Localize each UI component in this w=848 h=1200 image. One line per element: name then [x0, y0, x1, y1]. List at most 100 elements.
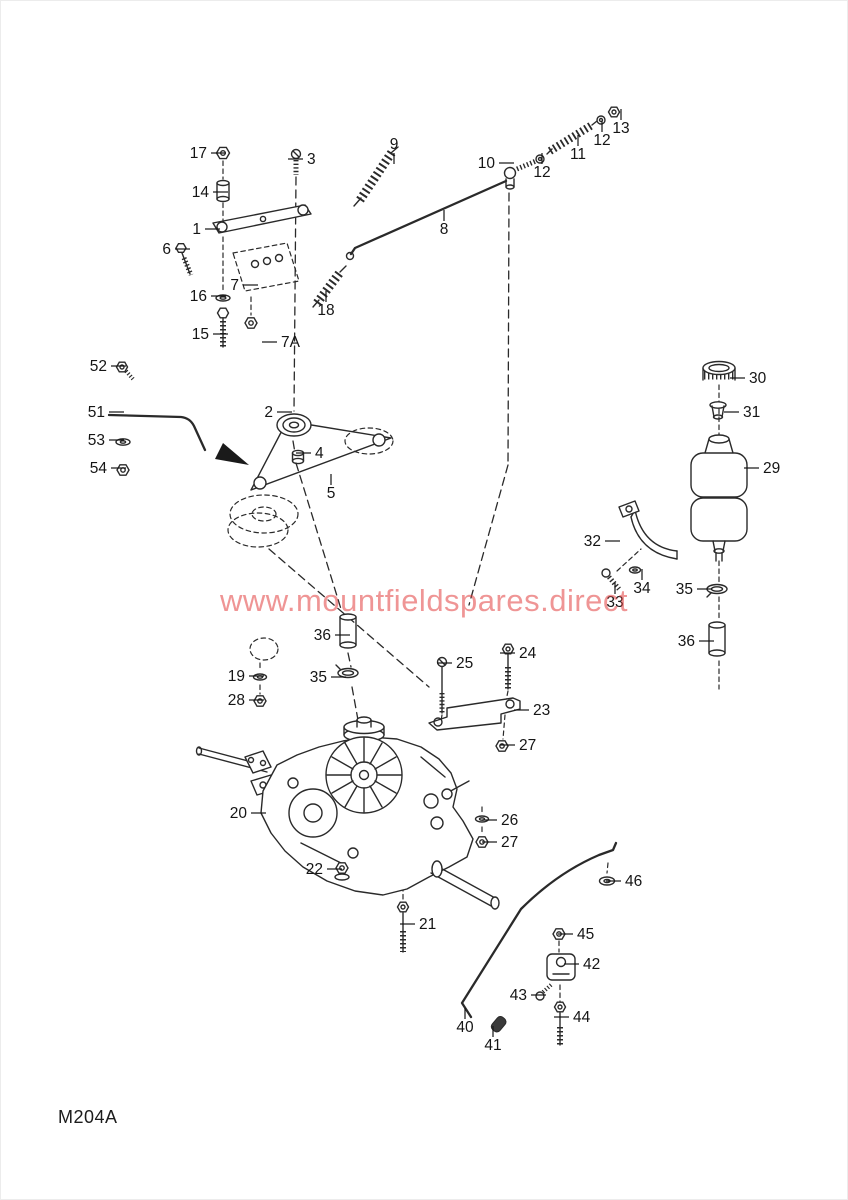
reservoir-assembly [601, 360, 748, 657]
part-label-41: 41 [484, 1037, 501, 1054]
part-cap-30 [702, 360, 736, 381]
part-nut-28 [253, 695, 267, 707]
part-label-35: 35 [676, 581, 693, 598]
ghost-pulleys [227, 427, 394, 548]
part-bolt-6 [175, 242, 194, 276]
brake-rod-assembly [460, 841, 618, 1046]
diagram-code-label: M204A [58, 1107, 118, 1127]
part-label-6: 6 [162, 241, 171, 258]
part-screw-43 [535, 982, 554, 1001]
pointer-arrow [215, 443, 249, 465]
part-label-1: 1 [192, 221, 201, 238]
part-ferrule-10 [503, 158, 537, 190]
part-axle-right [430, 860, 500, 910]
part-label-31: 31 [743, 404, 760, 421]
part-label-18: 18 [317, 302, 334, 319]
part-tube-36-center [339, 613, 357, 649]
part-bolt-21 [396, 901, 410, 953]
part-label-12: 12 [593, 132, 610, 149]
part-washer-12-left [535, 154, 545, 164]
housing-details [287, 756, 470, 864]
mount-bracket-assembly [428, 643, 521, 752]
part-nut-7a [244, 317, 258, 329]
part-label-35: 35 [310, 669, 327, 686]
part-bolt-3 [290, 148, 302, 175]
part-reservoir-29 [690, 434, 748, 562]
part-label-34: 34 [633, 580, 651, 597]
part-clip-35-center [335, 664, 359, 679]
part-spring-18 [312, 265, 347, 308]
part-label-17: 17 [190, 145, 207, 162]
part-label-23: 23 [533, 702, 550, 719]
part-label-16: 16 [190, 288, 207, 305]
part-label-24: 24 [519, 645, 537, 662]
part-rod-40 [460, 841, 618, 1019]
part-label-21: 21 [419, 916, 436, 933]
assembly-guide-lines [222, 160, 720, 1004]
part-nut-27-top [495, 740, 509, 752]
part-label-40: 40 [456, 1019, 474, 1036]
part-label-5: 5 [327, 485, 336, 502]
part-spring-11 [546, 120, 598, 155]
part-label-2: 2 [264, 404, 273, 421]
part-label-26: 26 [501, 812, 518, 829]
part-label-29: 29 [763, 460, 780, 477]
part-label-25: 25 [456, 655, 473, 672]
part-label-3: 3 [307, 151, 316, 168]
part-pulley-2 [276, 413, 312, 437]
ghost-circle-19 [249, 637, 279, 661]
part-nut-22 [334, 862, 350, 881]
part-clamp-32 [618, 500, 678, 560]
vent-tube-assembly [252, 613, 359, 707]
part-label-45: 45 [577, 926, 594, 943]
part-clip-35-right [706, 583, 728, 598]
part-label-13: 13 [612, 120, 629, 137]
input-pulley [343, 716, 385, 743]
part-plug-31 [709, 401, 727, 420]
part-rod-51 [107, 413, 207, 452]
clutch-rod-assembly [312, 106, 621, 308]
part-lever-1 [212, 204, 312, 234]
idler-pulley-assembly [107, 361, 394, 548]
part-label-7: 7 [230, 277, 239, 294]
part-rod-8 [345, 179, 508, 261]
part-label-7A: 7A [281, 334, 301, 351]
part-label-11: 11 [570, 146, 586, 163]
part-label-4: 4 [315, 445, 324, 462]
part-label-27: 27 [501, 834, 518, 851]
part-label-19: 19 [228, 668, 245, 685]
part-label-10: 10 [478, 155, 496, 172]
part-label-36: 36 [314, 627, 331, 644]
part-washer-34 [628, 566, 642, 574]
part-screw-33 [601, 568, 621, 591]
part-label-42: 42 [583, 956, 600, 973]
part-label-22: 22 [306, 861, 323, 878]
part-label-36: 36 [678, 633, 695, 650]
part-label-33: 33 [606, 594, 623, 611]
part-spacer-14 [216, 179, 230, 203]
part-label-54: 54 [90, 460, 108, 477]
part-bolt-25 [436, 656, 448, 714]
part-washer-12-right [596, 115, 606, 125]
part-label-20: 20 [230, 805, 248, 822]
part-clamp-42 [546, 953, 576, 981]
part-label-53: 53 [88, 432, 105, 449]
part-label-15: 15 [192, 326, 209, 343]
top-lever-assembly [175, 146, 312, 348]
part-label-9: 9 [390, 136, 399, 153]
part-label-44: 44 [573, 1009, 591, 1026]
part-spacer-4 [291, 449, 305, 465]
part-spring-9 [353, 146, 399, 207]
part-label-43: 43 [510, 987, 527, 1004]
part-bolt-44 [553, 1001, 567, 1046]
part-plate-7 [232, 242, 300, 292]
part-label-28: 28 [228, 692, 245, 709]
part-bolt-15 [216, 307, 230, 348]
part-bolt-52 [115, 361, 135, 381]
part-nut-13 [607, 106, 621, 118]
part-label-52: 52 [90, 358, 107, 375]
part-cap-41 [490, 1016, 507, 1033]
part-label-46: 46 [625, 873, 642, 890]
